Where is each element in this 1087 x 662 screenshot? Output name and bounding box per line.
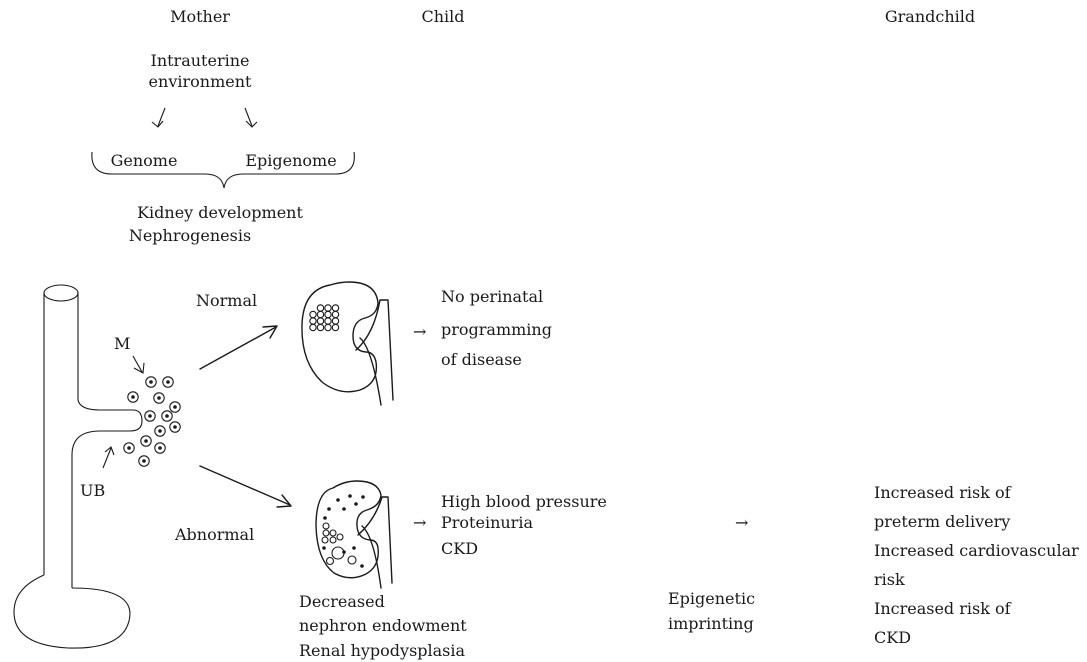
glomerulus [324, 310, 332, 319]
wolffian-duct-drawing [13, 284, 143, 649]
dot [352, 546, 356, 550]
glomerulus [309, 323, 317, 332]
glomerulus [309, 317, 317, 325]
glomerulus [321, 536, 329, 544]
glomerulus [331, 317, 340, 325]
genome-label: Genome [111, 151, 178, 170]
intrauterine-label-line1: Intrauterine [151, 51, 250, 70]
mesenchyme-cell [162, 376, 174, 388]
mesenchyme-cell [154, 442, 166, 454]
glomerulus [309, 310, 317, 319]
cyst [325, 556, 335, 566]
abnormal-branch-arrow [199, 465, 292, 508]
normal-glomeruli [309, 304, 340, 332]
normal-outcome-line2: programming [441, 320, 552, 339]
normal-outcome-line3: of disease [441, 350, 522, 369]
mesenchyme-cell [140, 435, 152, 447]
grandchild-risk-line1: Increased risk of [874, 483, 1012, 502]
grandchild-risk-line2: preterm delivery [874, 512, 1010, 531]
abnormal-outcome-line1: High blood pressure [441, 492, 607, 511]
glomerulus [316, 310, 325, 319]
grandchild-risk-line4: risk [874, 570, 905, 589]
m-label: M [114, 334, 130, 353]
glomerulus [331, 310, 340, 319]
normal-branch-arrow [199, 325, 278, 370]
dot [327, 507, 331, 511]
glomerulus [324, 323, 332, 332]
mesenchyme-cell [169, 421, 181, 433]
nephrogenesis-label: Nephrogenesis [129, 226, 251, 245]
dot [322, 546, 326, 550]
ub-arrow-icon [102, 446, 115, 469]
mesenchyme-cell [153, 392, 165, 404]
cyst [347, 555, 357, 565]
intrauterine-label-line2: environment [149, 72, 252, 91]
grandchild-risk-line6: CKD [874, 628, 911, 647]
column-header-grandchild: Grandchild [885, 7, 975, 26]
column-header-mother: Mother [170, 7, 230, 26]
mesenchyme-cell [161, 410, 173, 422]
normal-outcome-line1: No perinatal [441, 287, 543, 306]
glomerulus [316, 323, 325, 332]
abnormal-kidney-icon [315, 480, 393, 589]
mesenchyme-cell [123, 442, 135, 454]
metanephric-mesenchyme [123, 376, 181, 467]
dot [360, 564, 364, 568]
dot [336, 498, 340, 502]
column-header-child: Child [421, 7, 464, 26]
epigenetic-label-line2: imprinting [668, 614, 754, 633]
glomerulus [316, 304, 325, 312]
glomerulus [322, 529, 330, 537]
glomerulus [331, 304, 340, 312]
curly-brace [91, 151, 355, 189]
dot [348, 494, 352, 498]
abnormal-outcome-line2: Proteinuria [441, 513, 533, 532]
dot [342, 507, 346, 511]
arrow-to-epigenome [244, 107, 258, 128]
normal-branch-label: Normal [196, 291, 257, 310]
cyst [331, 546, 345, 560]
mesenchyme-cell [145, 376, 157, 388]
grandchild-risk-line3: Increased cardiovascular [874, 541, 1079, 560]
normal-kidney-icon [301, 281, 394, 406]
mesenchyme-cell [138, 455, 150, 467]
mesenchyme-cell [154, 425, 166, 437]
mesenchyme-cell [127, 391, 139, 403]
abnormal-kidney-cysts [321, 494, 365, 568]
dot [323, 516, 327, 520]
glomerulus [329, 536, 337, 544]
mesenchyme-cell [144, 410, 156, 422]
abnormal-caption-line2: nephron endowment [299, 616, 467, 635]
abnormal-branch-label: Abnormal [174, 525, 254, 544]
abnormal-outcome-line3: CKD [441, 539, 478, 558]
abnormal-caption-line3: Renal hypodysplasia [299, 641, 466, 660]
dot [342, 550, 346, 554]
dot [354, 502, 358, 506]
mesenchyme-cell [169, 401, 181, 413]
abnormal-outcome-arrow: → [413, 513, 426, 532]
dot [361, 495, 365, 499]
abnormal-caption-line1: Decreased [299, 592, 385, 611]
epigenome-label: Epigenome [245, 151, 336, 170]
glomerulus [324, 304, 332, 312]
epigenetic-arrow: → [735, 513, 748, 532]
glomerulus [331, 323, 340, 332]
glomerulus [322, 522, 330, 530]
glomerulus [336, 533, 344, 541]
normal-outcome-arrow: → [413, 322, 426, 341]
ub-label: UB [80, 481, 105, 500]
m-arrow-icon [132, 355, 145, 374]
glomerulus [316, 317, 325, 325]
grandchild-risk-line5: Increased risk of [874, 599, 1012, 618]
epigenetic-label-line1: Epigenetic [668, 589, 755, 608]
glomerulus [329, 529, 337, 537]
arrow-to-genome [151, 107, 166, 128]
glomerulus [324, 317, 332, 325]
kidney-development-label: Kidney development [137, 203, 303, 222]
